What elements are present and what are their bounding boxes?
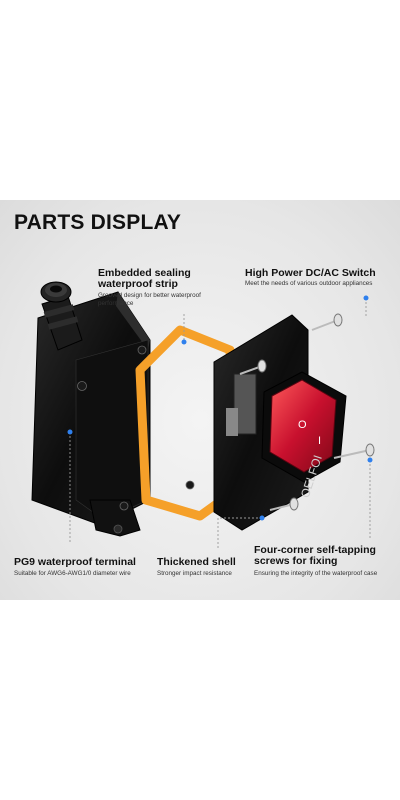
callout-dots	[67, 295, 373, 521]
screws-title: Four-corner self-tapping screws for fixi…	[254, 544, 376, 567]
enclosure-case	[31, 291, 195, 537]
switch-desc: Meet the needs of various outdoor applia…	[245, 280, 373, 287]
product-panel: PARTS DISPLAY	[0, 200, 400, 600]
page-title: PARTS DISPLAY	[14, 211, 182, 234]
sealing-strip-desc: Grooved design for better waterproof per…	[98, 292, 201, 307]
sealing-strip-title: Embedded sealing waterproof strip	[98, 267, 191, 290]
cable-gland	[40, 281, 83, 351]
callout-lines	[69, 298, 371, 550]
screws-desc: Ensuring the integrity of the waterproof…	[254, 570, 378, 577]
rocker-switch: O I	[261, 371, 347, 483]
switch-title: High Power DC/AC Switch	[245, 267, 376, 279]
terminal-desc: Suitable for AWG6-AWG1/0 diameter wire	[14, 570, 131, 577]
shell-title: Thickened shell	[157, 556, 236, 568]
product-illustration: O I OELFOI	[31, 281, 375, 550]
shell-desc: Stronger impact resistance	[157, 570, 232, 577]
switch-on-symbol: I	[318, 435, 321, 447]
screws	[239, 313, 375, 511]
terminal-title: PG9 waterproof terminal	[14, 556, 136, 568]
switch-lid	[213, 314, 309, 531]
switch-off-symbol: O	[298, 419, 307, 431]
